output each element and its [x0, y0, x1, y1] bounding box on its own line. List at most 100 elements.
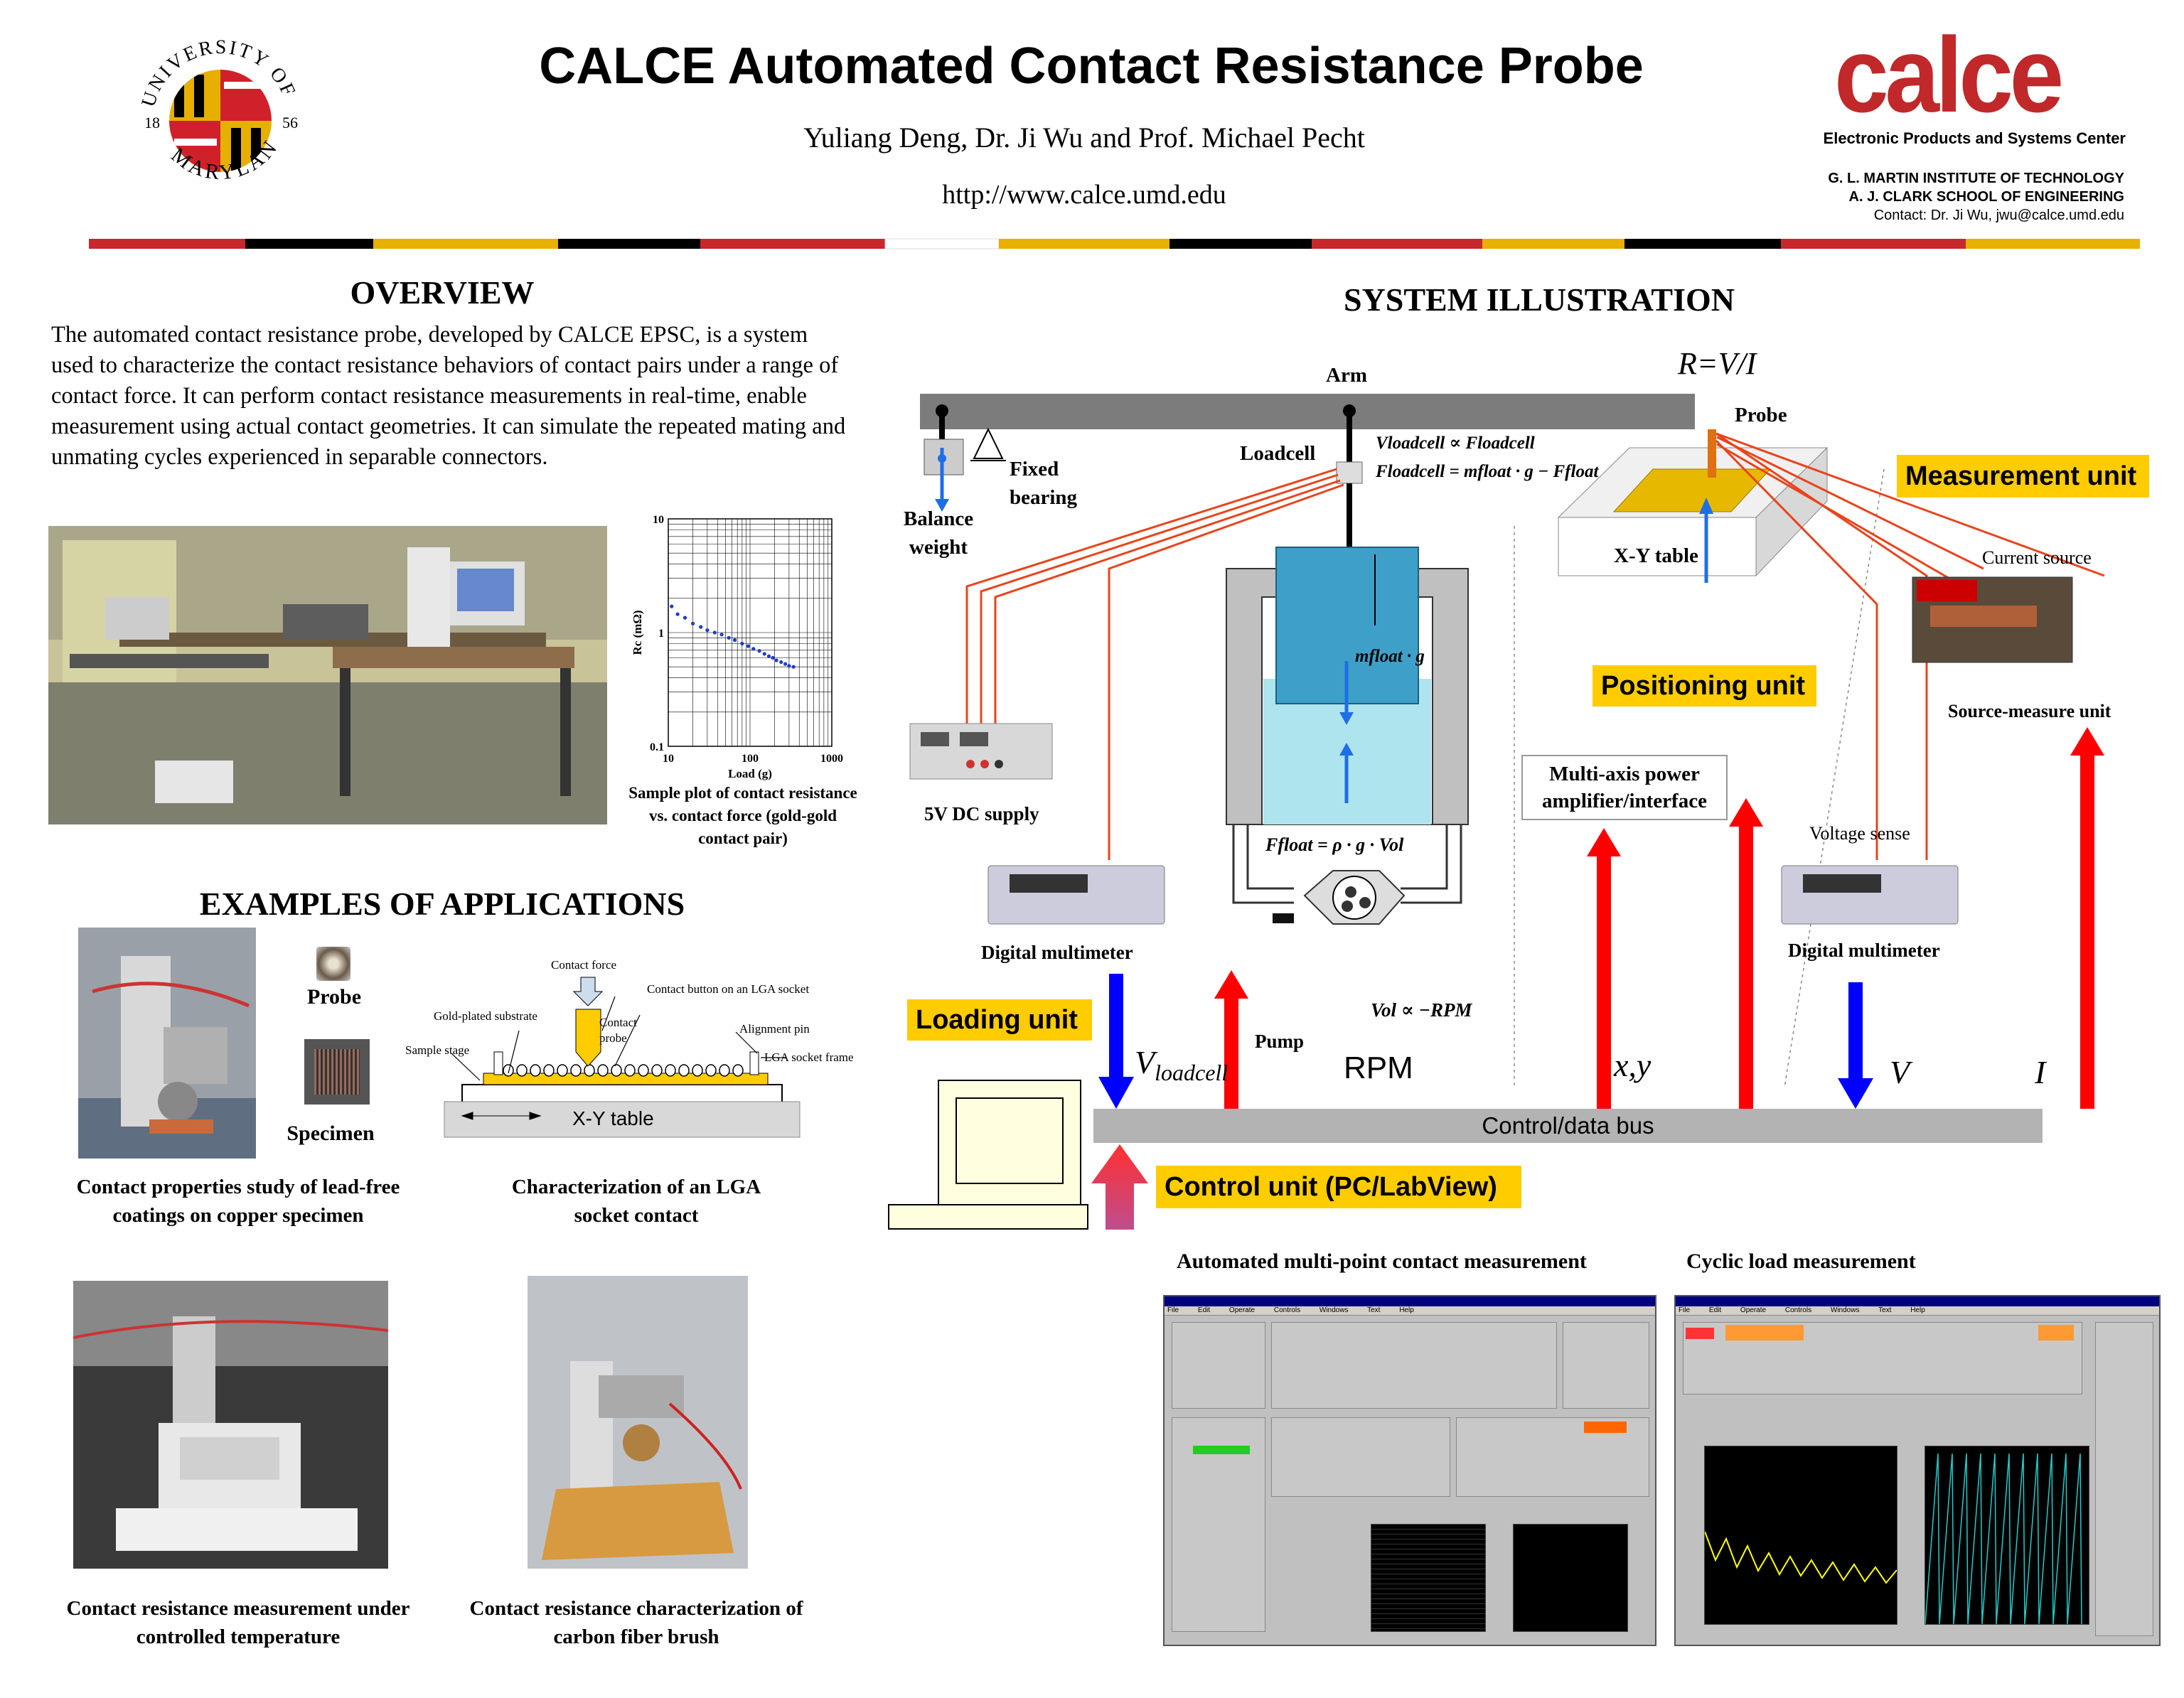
website-link[interactable]: http://www.calce.umd.edu [942, 180, 1226, 210]
header-stripe [89, 236, 2140, 252]
lga-sample-stage-label: Sample stage [405, 1043, 470, 1057]
vol-rpm-equation: Vol ∝ −RPM [1371, 999, 1472, 1021]
lga-diagram: Contact force Contact button on an LGA s… [402, 952, 871, 1144]
menu-controls[interactable]: Controls [1273, 1306, 1301, 1314]
rpm-signal: RPM [1344, 1050, 1413, 1085]
calce-logo: calce [1834, 15, 2064, 134]
control-bus-label: Control/data bus [1482, 1112, 1654, 1139]
xy-table-label-system: X-Y table [1614, 544, 1698, 567]
lga-alignment-pin-label: Alignment pin [739, 1022, 810, 1036]
lga-contact-button [705, 1064, 717, 1077]
lga-contact-button [678, 1064, 690, 1077]
multipoint-menu-bar: File Edit Operate Controls Windows Text … [1165, 1306, 1655, 1316]
measurement-unit-label: Measurement unit [1897, 455, 2149, 498]
data-point [779, 660, 783, 665]
lga-frame-label: LGA socket frame [764, 1050, 854, 1064]
data-point [783, 662, 788, 666]
v-loadcell-signal: Vloadcell [1135, 1043, 1228, 1086]
system-heading: SYSTEM ILLUSTRATION [1343, 281, 1735, 318]
menu-text[interactable]: Text [1367, 1306, 1381, 1314]
menu-file[interactable]: File [1679, 1306, 1691, 1314]
menu-operate[interactable]: Operate [1740, 1306, 1767, 1314]
data-point [682, 616, 687, 620]
lga-contact-button [732, 1064, 744, 1077]
xy-signal: x,y [1614, 1047, 1652, 1083]
loading-unit-label: Loading unit [907, 999, 1092, 1041]
force-plot [1925, 1446, 2089, 1625]
coating-study-photo [78, 928, 256, 1159]
menu-operate[interactable]: Operate [1228, 1306, 1256, 1314]
cyclic-labview-window: File Edit Operate Controls Windows Text … [1674, 1295, 2161, 1646]
caption-carbon-brush: Contact resistance characterization of c… [469, 1597, 803, 1648]
menu-help[interactable]: Help [1399, 1306, 1414, 1314]
lga-contact-button [611, 1064, 622, 1077]
data-point [705, 628, 710, 633]
data-point [791, 665, 796, 669]
umd-seal-graphic: UNIVERSITY OF MARYLAND 18 56 [115, 3, 311, 208]
x-tick-label: 1000 [820, 753, 843, 765]
probe-label-system: Probe [1735, 404, 1787, 426]
multi-axis-amplifier-box: Multi-axis power amplifier/interface [1521, 755, 1728, 820]
y-tick-label: 10 [653, 514, 664, 526]
lga-contact-button [638, 1064, 649, 1077]
lga-gold-substrate-label: Gold-plated substrate [434, 1009, 537, 1023]
menu-edit[interactable]: Edit [1197, 1306, 1211, 1314]
positioning-unit-label: Positioning unit [1592, 665, 1816, 706]
lga-contact-button [651, 1064, 663, 1077]
svg-text:18: 18 [144, 114, 160, 131]
menu-help[interactable]: Help [1910, 1306, 1925, 1314]
data-point [712, 630, 717, 635]
svg-text:56: 56 [282, 114, 298, 131]
i-signal: I [2035, 1054, 2046, 1090]
y-tick-label: 0.1 [650, 741, 664, 753]
menu-edit[interactable]: Edit [1708, 1306, 1722, 1314]
arm-label: Arm [1326, 364, 1367, 387]
data-point [762, 652, 766, 656]
data-point [691, 621, 695, 625]
data-point [670, 604, 674, 608]
page-title: CALCE Automated Contact Resistance Probe [539, 38, 1644, 95]
caption-coating-study: Contact properties study of lead-free co… [76, 1176, 400, 1227]
menu-windows[interactable]: Windows [1830, 1306, 1860, 1314]
institute-line-1: G. L. MARTIN INSTITUTE OF TECHNOLOGY [1828, 171, 2124, 186]
lga-contact-button [557, 1064, 568, 1077]
loadcell-equation-2: Floadcell = mfloat · g − Ffloat [1376, 462, 1599, 481]
contact-line: Contact: Dr. Ji Wu, jwu@calce.umd.edu [1873, 208, 2124, 223]
lga-contact-button [597, 1064, 609, 1077]
formula-rvi: R=V/I [1678, 346, 1757, 381]
mfloat-equation: mfloat · g [1355, 647, 1425, 666]
data-point [699, 625, 703, 629]
menu-windows[interactable]: Windows [1319, 1306, 1349, 1314]
loadcell-equation-1: Vloadcell ∝ Floadcell [1376, 434, 1535, 453]
overview-heading: OVERVIEW [350, 274, 535, 311]
data-point [675, 612, 680, 616]
lga-contact-button [719, 1064, 730, 1077]
x-tick-label: 10 [663, 753, 674, 765]
menu-text[interactable]: Text [1878, 1306, 1892, 1314]
lga-contact-button [624, 1064, 636, 1077]
sample-plot-caption: Sample plot of contact resistance vs. co… [628, 784, 857, 847]
menu-controls[interactable]: Controls [1784, 1306, 1812, 1314]
carbon-brush-photo [528, 1276, 748, 1569]
menu-file[interactable]: File [1167, 1306, 1179, 1314]
lga-contact-button [692, 1064, 703, 1077]
lga-contact-button-label: Contact button on an LGA socket [647, 982, 810, 996]
cyclic-screen-title: Cyclic load measurement [1686, 1250, 1916, 1273]
dc-supply-label: 5V DC supply [924, 803, 1039, 824]
lga-contact-probe-label: Contact probe [599, 1016, 637, 1045]
data-point [757, 649, 761, 653]
temperature-chamber-photo [73, 1281, 388, 1569]
pump-label: Pump [1255, 1031, 1305, 1052]
v-loadcell-symbol: V [1135, 1044, 1155, 1080]
multimeter-left-label: Digital multimeter [981, 942, 1133, 963]
lab-photo [48, 526, 607, 824]
lga-contact-force-label: Contact force [551, 958, 617, 972]
institute-line-2: A. J. CLARK SCHOOL OF ENGINEERING [1848, 189, 2124, 205]
umd-seal: UNIVERSITY OF MARYLAND 18 56 [115, 3, 316, 213]
x-tick-label: 100 [742, 753, 759, 765]
probe-label: Probe [306, 985, 362, 1009]
fixed-bearing-label: Fixed bearing [1010, 458, 1078, 509]
lga-contact-button [570, 1064, 582, 1077]
v-loadcell-subscript: loadcell [1155, 1060, 1228, 1086]
data-point [727, 635, 731, 640]
